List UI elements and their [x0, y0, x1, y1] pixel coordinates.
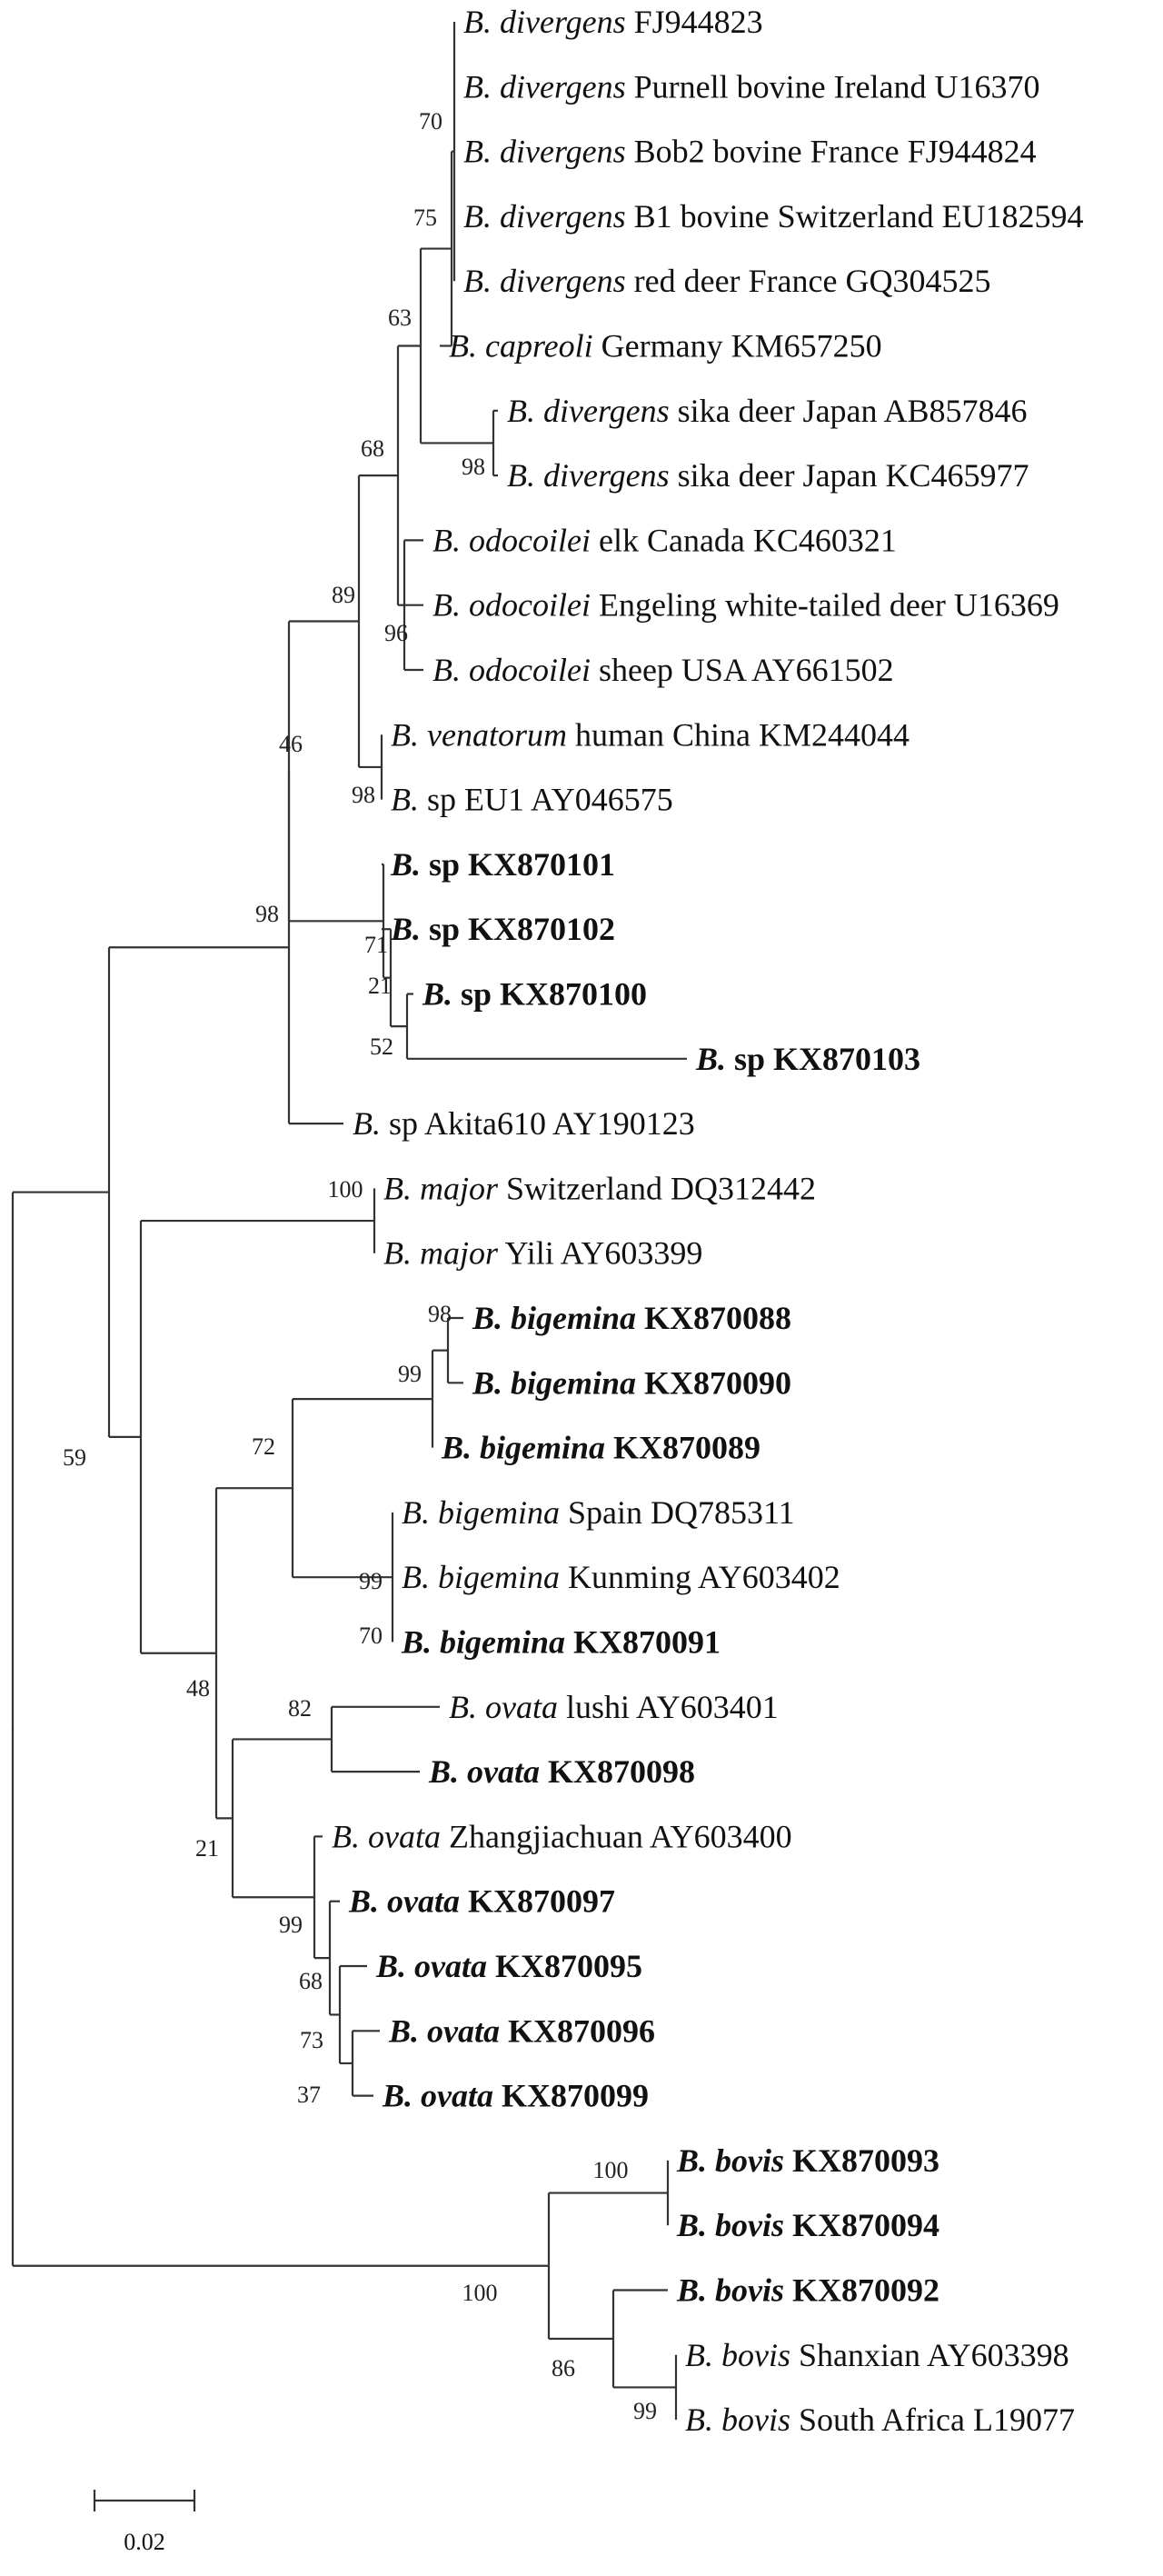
taxon-label: B. sp KX870100 — [422, 976, 647, 1013]
bootstrap-value: 21 — [195, 1835, 219, 1862]
bootstrap-value: 73 — [300, 2027, 323, 2053]
taxon-label: B. bovis KX870094 — [676, 2207, 939, 2243]
taxon-label: B. ovata KX870095 — [375, 1948, 642, 1984]
bootstrap-value: 68 — [361, 435, 384, 462]
taxon-label: B. bigemina KX870090 — [472, 1364, 791, 1401]
taxon-label: B. sp KX870103 — [695, 1041, 920, 1077]
taxon-label: B. odocoilei Engeling white-tailed deer … — [432, 587, 1059, 624]
bootstrap-value: 82 — [288, 1695, 312, 1722]
taxon-label: B. venatorum human China KM244044 — [391, 716, 910, 753]
bootstrap-value: 100 — [462, 2280, 498, 2306]
bootstrap-values: 70 75 63 98 68 96 89 46 98 71 21 52 98 100 98 99 72 99 70 5… — [63, 108, 657, 2424]
bootstrap-value: 75 — [413, 205, 437, 231]
taxon-label: B. divergens red deer France GQ304525 — [463, 263, 990, 299]
taxon-label: B. sp Akita610 AY190123 — [353, 1105, 695, 1142]
bootstrap-value: 100 — [328, 1176, 363, 1203]
taxon-label: B. major Yili AY603399 — [383, 1235, 702, 1272]
bootstrap-value: 70 — [419, 108, 442, 135]
bootstrap-value: 63 — [388, 305, 412, 331]
taxon-label: B. ovata KX870099 — [382, 2078, 649, 2114]
taxon-label: B. divergens B1 bovine Switzerland EU182… — [463, 198, 1084, 235]
bootstrap-value: 98 — [352, 782, 375, 808]
bootstrap-value: 59 — [63, 1444, 86, 1471]
bootstrap-value: 21 — [368, 973, 392, 999]
taxon-label: B. bovis Shanxian AY603398 — [685, 2337, 1069, 2373]
taxon-label: B. ovata KX870096 — [388, 2012, 655, 2049]
tree-branches — [11, 22, 687, 2421]
scale-bar-label: 0.02 — [124, 2529, 165, 2555]
bootstrap-value: 86 — [552, 2355, 575, 2381]
bootstrap-value: 89 — [332, 582, 355, 608]
taxon-label: B. divergens sika deer Japan AB857846 — [507, 393, 1028, 429]
bootstrap-value: 99 — [359, 1568, 383, 1594]
bootstrap-value: 98 — [428, 1301, 452, 1327]
bootstrap-value: 98 — [255, 901, 279, 927]
taxon-label: B. odocoilei elk Canada KC460321 — [432, 522, 897, 558]
bootstrap-value: 99 — [633, 2398, 657, 2424]
bootstrap-value: 46 — [279, 731, 303, 757]
bootstrap-value: 100 — [593, 2157, 629, 2183]
taxon-label: B. bigemina KX870089 — [441, 1430, 760, 1466]
bootstrap-value: 68 — [299, 1968, 323, 1994]
taxon-label: B. bigemina Spain DQ785311 — [402, 1494, 795, 1531]
bootstrap-value: 48 — [186, 1675, 210, 1702]
bootstrap-value: 99 — [279, 1912, 303, 1938]
taxon-label: B. divergens FJ944823 — [463, 4, 763, 40]
taxon-label: B. ovata KX870097 — [348, 1883, 615, 1920]
taxon-label: B. ovata Zhangjiachuan AY603400 — [332, 1818, 792, 1854]
taxon-label: B. sp KX870102 — [390, 911, 615, 947]
scale-bar: 0.02 — [93, 2490, 196, 2555]
taxon-label: B. bigemina KX870088 — [472, 1300, 791, 1336]
bootstrap-value: 37 — [297, 2082, 321, 2108]
taxon-label: B. capreoli Germany KM657250 — [449, 328, 882, 364]
taxon-label: B. divergens Purnell bovine Ireland U163… — [463, 68, 1040, 105]
taxon-labels: B. divergens FJ944823 B. divergens Purnel… — [332, 4, 1084, 2438]
bootstrap-value: 52 — [370, 1033, 393, 1060]
taxon-label: B. bovis KX870092 — [676, 2272, 939, 2309]
bootstrap-value: 99 — [398, 1361, 422, 1387]
bootstrap-value: 98 — [462, 454, 485, 480]
taxon-label: B. bigemina Kunming AY603402 — [402, 1559, 840, 1595]
taxon-label: B. bovis South Africa L19077 — [685, 2401, 1075, 2438]
bootstrap-value: 70 — [359, 1622, 383, 1649]
taxon-label: B. major Switzerland DQ312442 — [383, 1170, 816, 1206]
taxon-label: B. ovata KX870098 — [428, 1753, 695, 1790]
taxon-label: B. ovata lushi AY603401 — [449, 1689, 779, 1725]
taxon-label: B. bigemina KX870091 — [401, 1624, 721, 1661]
bootstrap-value: 72 — [252, 1433, 275, 1460]
taxon-label: B. sp EU1 AY046575 — [391, 782, 673, 818]
bootstrap-value: 96 — [384, 620, 408, 646]
taxon-label: B. divergens sika deer Japan KC465977 — [507, 457, 1029, 494]
taxon-label: B. odocoilei sheep USA AY661502 — [432, 652, 894, 688]
bootstrap-value: 71 — [364, 932, 388, 958]
taxon-label: B. divergens Bob2 bovine France FJ944824 — [463, 134, 1037, 170]
taxon-label: B. bovis KX870093 — [676, 2142, 939, 2179]
taxon-label: B. sp KX870101 — [390, 846, 615, 883]
